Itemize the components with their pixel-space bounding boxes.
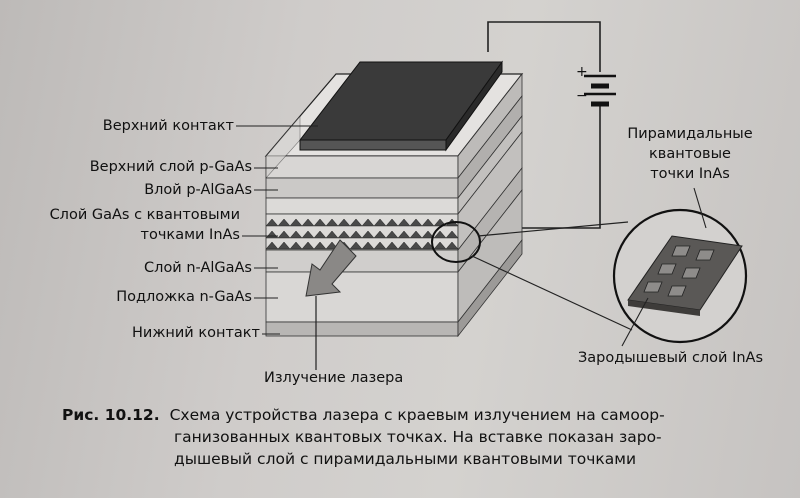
label-qd-layer-1: Слой GaAs с квантовыми [49, 207, 240, 223]
label-cladding-n: Слой n-AlGaAs [144, 260, 252, 276]
label-pyramid-1: Пирамидальные [627, 126, 753, 142]
caption-line-2: ганизованных квантовых точках. На вставк… [174, 428, 662, 446]
label-top-contact: Верхний контакт [102, 118, 234, 134]
caption-number: Рис. 10.12. [62, 406, 160, 424]
inset-zoom [612, 187, 748, 347]
laser-block [264, 60, 524, 338]
qd-rows-front [265, 218, 459, 250]
label-substrate: Подложка n-GaAs [116, 289, 252, 305]
leader-lines [236, 125, 318, 335]
figure-caption: Рис. 10.12. Схема устройства лазера с кра… [62, 404, 782, 470]
label-wetting-layer: Зародышевый слой InAs [578, 350, 764, 366]
label-top-layer: Верхний слой p-GaAs [89, 159, 252, 175]
label-pyramid-3: точки InAs [650, 166, 730, 182]
caption-line-1: Схема устройства лазера с краевым излуче… [169, 406, 665, 424]
side-face [457, 72, 523, 338]
minus-sign: − [576, 88, 588, 104]
laser-arrow-icon [305, 239, 357, 297]
battery-icon [584, 74, 616, 107]
plus-sign: + [576, 64, 588, 80]
caption-line-3: дышевый слой с пирамидальными квантовыми… [174, 450, 637, 468]
label-laser-emission: Излучение лазера [264, 370, 404, 386]
magnifier-circle-icon [431, 221, 481, 263]
label-bottom-contact: Нижний контакт [132, 325, 260, 341]
label-pyramid-2: квантовые [649, 146, 731, 162]
label-qd-layer-2: точками InAs [140, 227, 240, 243]
pyramid-dots [643, 245, 715, 297]
label-cladding-p: Влой p-AlGaAs [144, 182, 252, 198]
front-face [265, 155, 459, 337]
